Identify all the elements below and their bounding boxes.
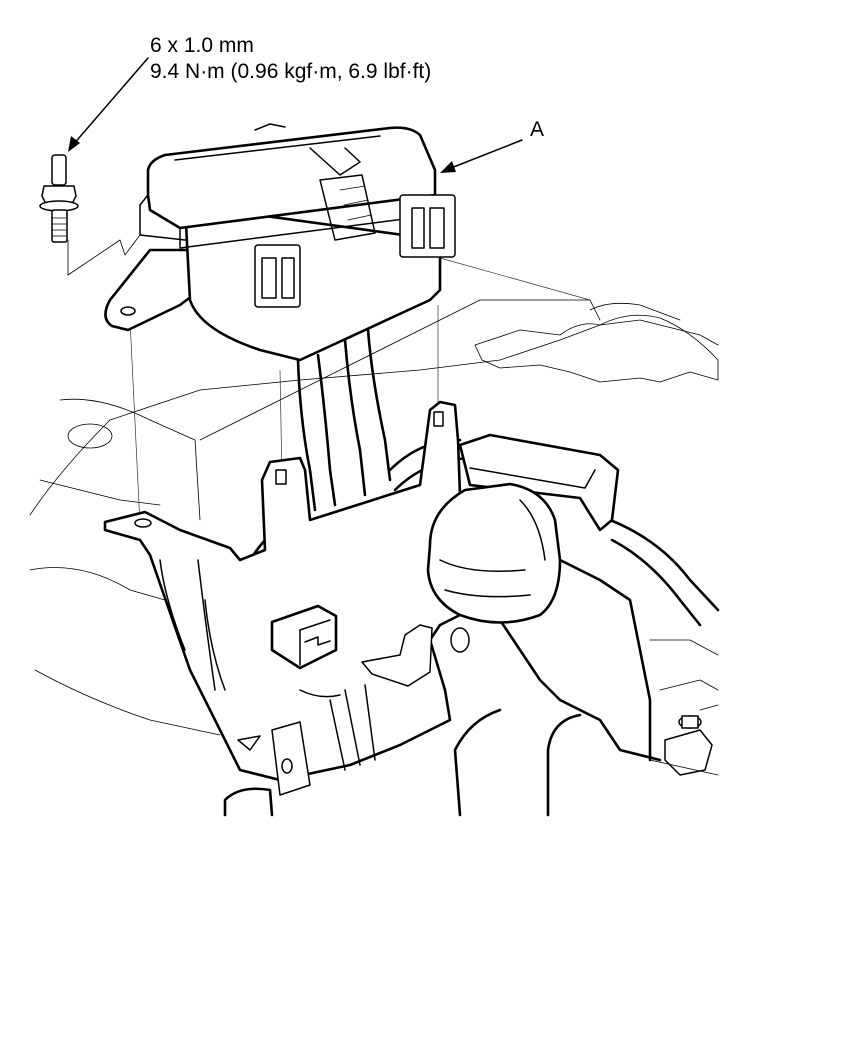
fastener-leader: [68, 57, 149, 152]
vehicle-body-background: [29, 299, 719, 736]
mounting-bracket-icon: [103, 400, 662, 817]
fastener-size-label: 6 x 1.0 mm: [150, 34, 254, 57]
fuse-relay-box-icon: [104, 123, 456, 362]
harness-clip-icon: [270, 604, 338, 670]
engine-side-parts: [649, 639, 719, 776]
part-a-label: A: [530, 118, 544, 141]
part-a-leader: [440, 139, 523, 173]
fastener-torque-label: 9.4 N·m (0.96 kgf·m, 6.9 lbf·ft): [150, 60, 431, 83]
harness-connector-icon: [426, 433, 620, 653]
bolt-icon: [39, 154, 79, 243]
